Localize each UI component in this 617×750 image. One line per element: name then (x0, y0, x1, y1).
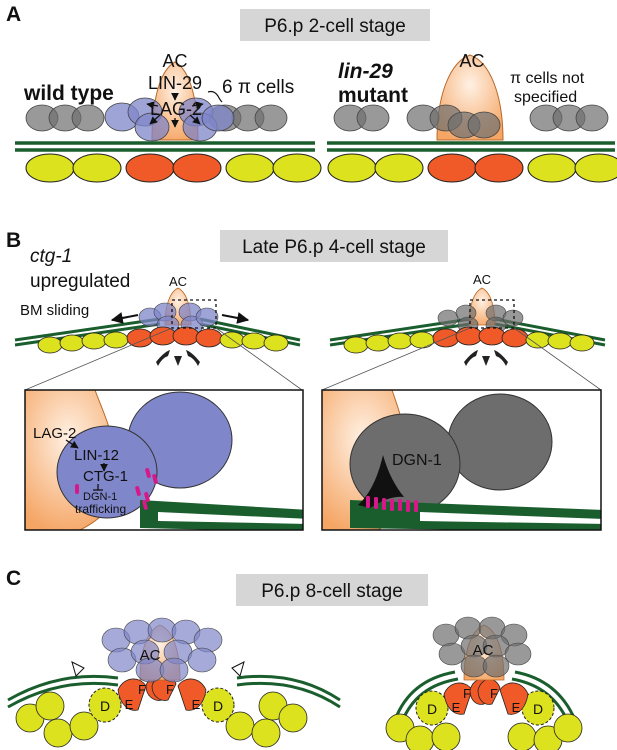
cell-e-label-l1: E (125, 697, 134, 712)
lag2-label-inset: LAG-2 (33, 425, 76, 442)
zoom-guide-left-2 (215, 327, 303, 391)
lin29-mutant-label-1: lin-29 (338, 60, 393, 83)
cell-f-label-l2: F (166, 682, 174, 697)
cell-d-label-r1: D (427, 701, 437, 717)
bm-slide-arrow-right (221, 312, 250, 324)
panel-b: B Late P6.p 4-cell stage ctg-1 upregulat… (6, 229, 606, 531)
cell-d-left-2 (201, 687, 235, 723)
cell-e-label-r2: E (512, 700, 521, 715)
wild-type-label: wild type (23, 82, 114, 105)
vpc-cells-a (25, 153, 617, 183)
dgn1-arrow-shape (358, 455, 404, 508)
cell-e-label-r1: E (452, 700, 461, 715)
ac-label-b-right: AC (473, 272, 491, 287)
ac-label-mutant: AC (459, 51, 484, 71)
cell-d-label-l2: D (213, 698, 223, 714)
stage-title-b: Late P6.p 4-cell stage (242, 237, 426, 258)
blue-cells-c-left (101, 617, 223, 683)
cell-f-label-r2: F (490, 686, 498, 701)
bm-inset-left-gap (158, 512, 303, 524)
yellow-cells-c-left (15, 691, 308, 748)
pi-cells-grey-right (333, 104, 609, 139)
trafficking-label: trafficking (75, 502, 126, 516)
cell-f-label-l1: F (138, 682, 146, 697)
dgn1-label-right: DGN-1 (392, 452, 442, 469)
inset-right-frame (321, 389, 602, 531)
grey-cells-c-right (432, 616, 532, 678)
lin12-label: LIN-12 (74, 447, 119, 464)
stage-title-box-b (220, 230, 448, 262)
ac-label-wt: AC (162, 51, 187, 71)
stage-title-box-a (240, 9, 430, 41)
inset-left-frame (24, 389, 304, 531)
ac-label-c-left: AC (140, 647, 161, 664)
dgn1-vesicles-left (75, 468, 158, 510)
overview-right-b: AC (321, 272, 606, 391)
zoom-guide-right-2 (513, 327, 602, 391)
curved-arrows-b-left (156, 350, 200, 366)
cell-f-label-r1: F (463, 686, 471, 701)
lag2-signal-arrows (146, 101, 204, 128)
pi-cells-label: 6 π cells (222, 77, 294, 98)
pi-cells-blue-left (104, 97, 235, 142)
lag2-label-a: LAG-2 (150, 99, 202, 119)
lin29-mutant-label-2: mutant (338, 84, 408, 107)
basement-membrane-a (15, 141, 615, 152)
panel-c: C P6.p 8-cell stage (6, 567, 583, 750)
pi-not-specified-2: specified (514, 89, 577, 106)
vpc-cells-b-right (343, 326, 595, 354)
overview-left-b: AC (14, 274, 303, 391)
panel-letter-b: B (6, 229, 21, 252)
ac-label-b-left: AC (169, 274, 187, 289)
ac-label-c-right: AC (473, 642, 494, 659)
stage-title-a: P6.p 2-cell stage (264, 16, 406, 37)
vpc-cells-b-left (37, 326, 289, 354)
stage-title-c: P6.p 8-cell stage (261, 581, 403, 602)
panel-letter-c: C (6, 567, 21, 590)
bm-sliding-label: BM sliding (20, 302, 89, 319)
bm-gap-marker-right (231, 661, 245, 677)
inset-right: DGN-1 (321, 389, 602, 531)
dgn1-label-left: DGN-1 (83, 491, 117, 503)
cell-d-right-1 (415, 690, 449, 726)
upregulated-label: upregulated (30, 271, 130, 292)
zoom-guide-right-1 (321, 327, 471, 391)
cell-e-label-l2: E (192, 697, 201, 712)
curved-arrows-b-right (464, 350, 508, 366)
inset-left: LAG-2 LIN-12 CTG-1 DGN-1 trafficking (24, 389, 304, 531)
bm-gap-marker-left (71, 661, 85, 677)
wild-type-group: wild type AC LIN-29 LAG-2 6 π cells (23, 51, 294, 142)
cell-d-label-r2: D (533, 701, 543, 717)
cell-d-left-1 (88, 687, 122, 723)
zoom-guide-left-1 (24, 327, 173, 391)
bm-slide-arrow-left (110, 312, 139, 324)
lin29-label: LIN-29 (148, 73, 202, 93)
panel-a: A P6.p 2-cell stage wild type (6, 3, 617, 183)
bm-inset-right-gap (420, 512, 601, 524)
red-cells-c-left (117, 674, 207, 711)
ctg1-protein-label: CTG-1 (83, 468, 128, 485)
red-cells-c-right (443, 678, 529, 715)
yellow-cells-c-right (385, 713, 583, 750)
grey-cell-inset-back (447, 393, 553, 491)
pi-not-specified-1: π cells not (510, 70, 585, 87)
eight-cell-right: AC D D E E F F (385, 616, 583, 750)
stage-title-box-c (236, 574, 428, 606)
pi-cell-inset-front (56, 425, 158, 519)
dgn1-bands-right (366, 496, 418, 512)
eight-cell-left: AC D D E E F F (7, 617, 341, 748)
pi-cells-bracket (207, 90, 223, 103)
panel-letter-a: A (6, 3, 21, 26)
lin29-mutant-group: lin-29 mutant AC π cells not specified (333, 51, 609, 141)
cell-d-label-l1: D (100, 698, 110, 714)
lag2-lin12-arrow (65, 439, 79, 449)
ctg1-label: ctg-1 (30, 246, 72, 267)
